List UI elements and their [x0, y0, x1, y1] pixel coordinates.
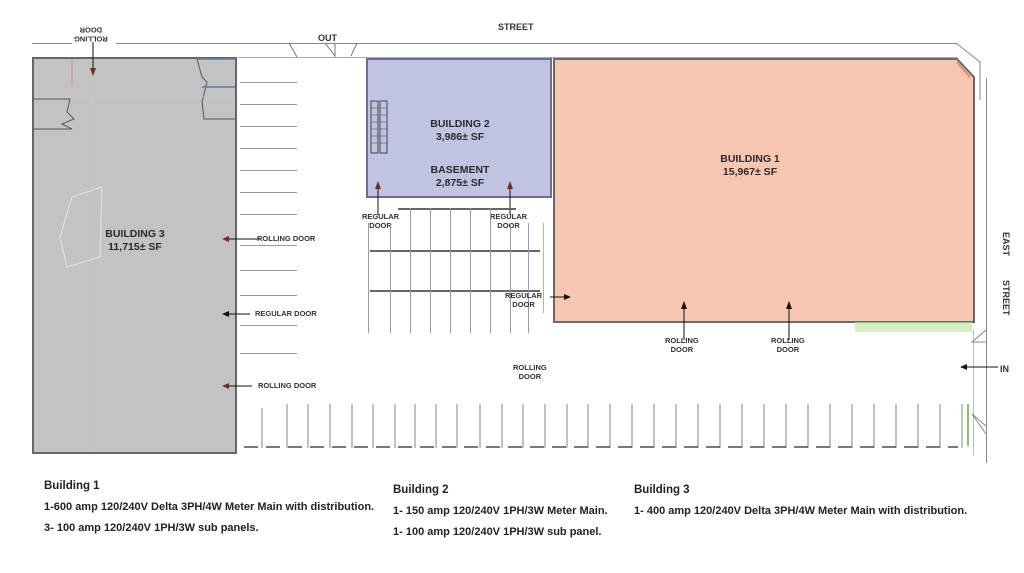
b3-top-rolling-door-arrow-icon: [90, 42, 96, 76]
building-3-area: 11,715± SF: [108, 241, 162, 254]
lot-rolling-door-label: ROLLING DOOR: [513, 363, 547, 381]
b3-regular-door-label: REGULAR DOOR: [255, 309, 317, 318]
b3-top-rolling-door-label: ROLLING DOOR: [74, 25, 108, 44]
b1-rolling-door-right-label: ROLLING DOOR: [771, 336, 805, 354]
basement-label: BASEMENT 2,875± SF: [410, 164, 510, 190]
out-label: OUT: [318, 33, 337, 43]
building-2-label: BUILDING 2 3,986± SF: [410, 118, 510, 144]
in-arrow-icon: [960, 364, 998, 370]
b1-rolling-door-left-arrow-icon: [681, 301, 687, 340]
b1-regular-door-arrow-icon: [550, 294, 571, 300]
east-curb-line: [986, 78, 987, 463]
basement-name: BASEMENT: [430, 164, 490, 176]
b3-regular-door-arrow-icon: [222, 311, 250, 317]
b3-rolling-door-1-arrow-icon: [222, 236, 260, 242]
b2-regular-door-right-label: REGULAR DOOR: [490, 212, 528, 230]
building-3-notes: Building 3 1- 400 amp 120/240V Delta 3PH…: [634, 484, 967, 526]
building-2-notes-line: 1- 150 amp 120/240V 1PH/3W Meter Main.: [393, 505, 608, 517]
building-2-notes-line: 1- 100 amp 120/240V 1PH/3W sub panel.: [393, 526, 602, 538]
building-2-name: BUILDING 2: [430, 118, 490, 130]
building-1-notes: Building 1 1-600 amp 120/240V Delta 3PH/…: [44, 480, 374, 543]
b2-regular-door-left-label: REGULAR DOOR: [362, 212, 400, 230]
building-1-notes-line: 3- 100 amp 120/240V 1PH/3W sub panels.: [44, 522, 259, 534]
building-1-landscape-strip: [855, 322, 972, 332]
building-1[interactable]: [552, 57, 977, 325]
b3-rolling-door-2-label: ROLLING DOOR: [258, 381, 317, 390]
b2-regular-door-right-arrow-icon: [507, 181, 513, 215]
north-street-label: STREET: [498, 22, 534, 32]
building-2[interactable]: [366, 58, 552, 198]
parking-strip-west: [240, 62, 300, 215]
north-property-line: [238, 57, 958, 58]
building-3-notes-line: 1- 400 amp 120/240V Delta 3PH/4W Meter M…: [634, 505, 968, 517]
north-curb-line: [32, 43, 72, 44]
parking-row-south: [244, 404, 969, 448]
b3-rolling-door-1-label: ROLLING DOOR: [257, 234, 316, 243]
building-2-notes-title: Building 2: [393, 484, 449, 496]
east-street-label-part2: STREET: [1001, 280, 1011, 316]
b2-regular-door-left-arrow-icon: [375, 181, 381, 215]
in-label: IN: [1000, 364, 1009, 374]
b3-rolling-door-2-arrow-icon: [222, 383, 252, 389]
building-3-interior-walls: [34, 58, 235, 452]
in-driveway-marks: [970, 329, 987, 435]
building-3-label: BUILDING 3 11,715± SF: [80, 228, 190, 254]
building-1-name: BUILDING 1: [720, 153, 780, 165]
ne-corner-curb: [955, 42, 981, 100]
b1-rolling-door-right-arrow-icon: [786, 301, 792, 340]
building-2-notes: Building 2 1- 150 amp 120/240V 1PH/3W Me…: [393, 484, 608, 547]
basement-area: 2,875± SF: [435, 177, 485, 190]
b1-regular-door-label: REGULAR DOOR: [505, 291, 543, 309]
building-3-notes-title: Building 3: [634, 484, 690, 496]
building-3-name: BUILDING 3: [105, 228, 165, 240]
parking-strip-west-lower: [240, 245, 300, 385]
building-3[interactable]: [32, 57, 237, 454]
building-1-notes-title: Building 1: [44, 480, 100, 492]
parking-grid-center: [368, 208, 548, 338]
out-driveway-marks: [288, 42, 358, 58]
site-plan: STREET OUT EAST STREET IN BUILDING 3 11: [32, 22, 1011, 463]
building-1-area: 15,967± SF: [722, 166, 778, 179]
east-property-line: [973, 330, 974, 455]
building-1-notes-line: 1-600 amp 120/240V Delta 3PH/4W Meter Ma…: [44, 501, 375, 513]
building-2-area: 3,986± SF: [435, 131, 485, 144]
electrical-notes-panel: Building 1 1-600 amp 120/240V Delta 3PH/…: [30, 470, 975, 562]
east-street-label-part1: EAST: [1001, 232, 1011, 257]
building-2-stairs-icon: [370, 100, 388, 154]
b1-rolling-door-left-label: ROLLING DOOR: [665, 336, 699, 354]
north-curb-line: [116, 43, 956, 44]
building-1-label: BUILDING 1 15,967± SF: [690, 153, 810, 179]
